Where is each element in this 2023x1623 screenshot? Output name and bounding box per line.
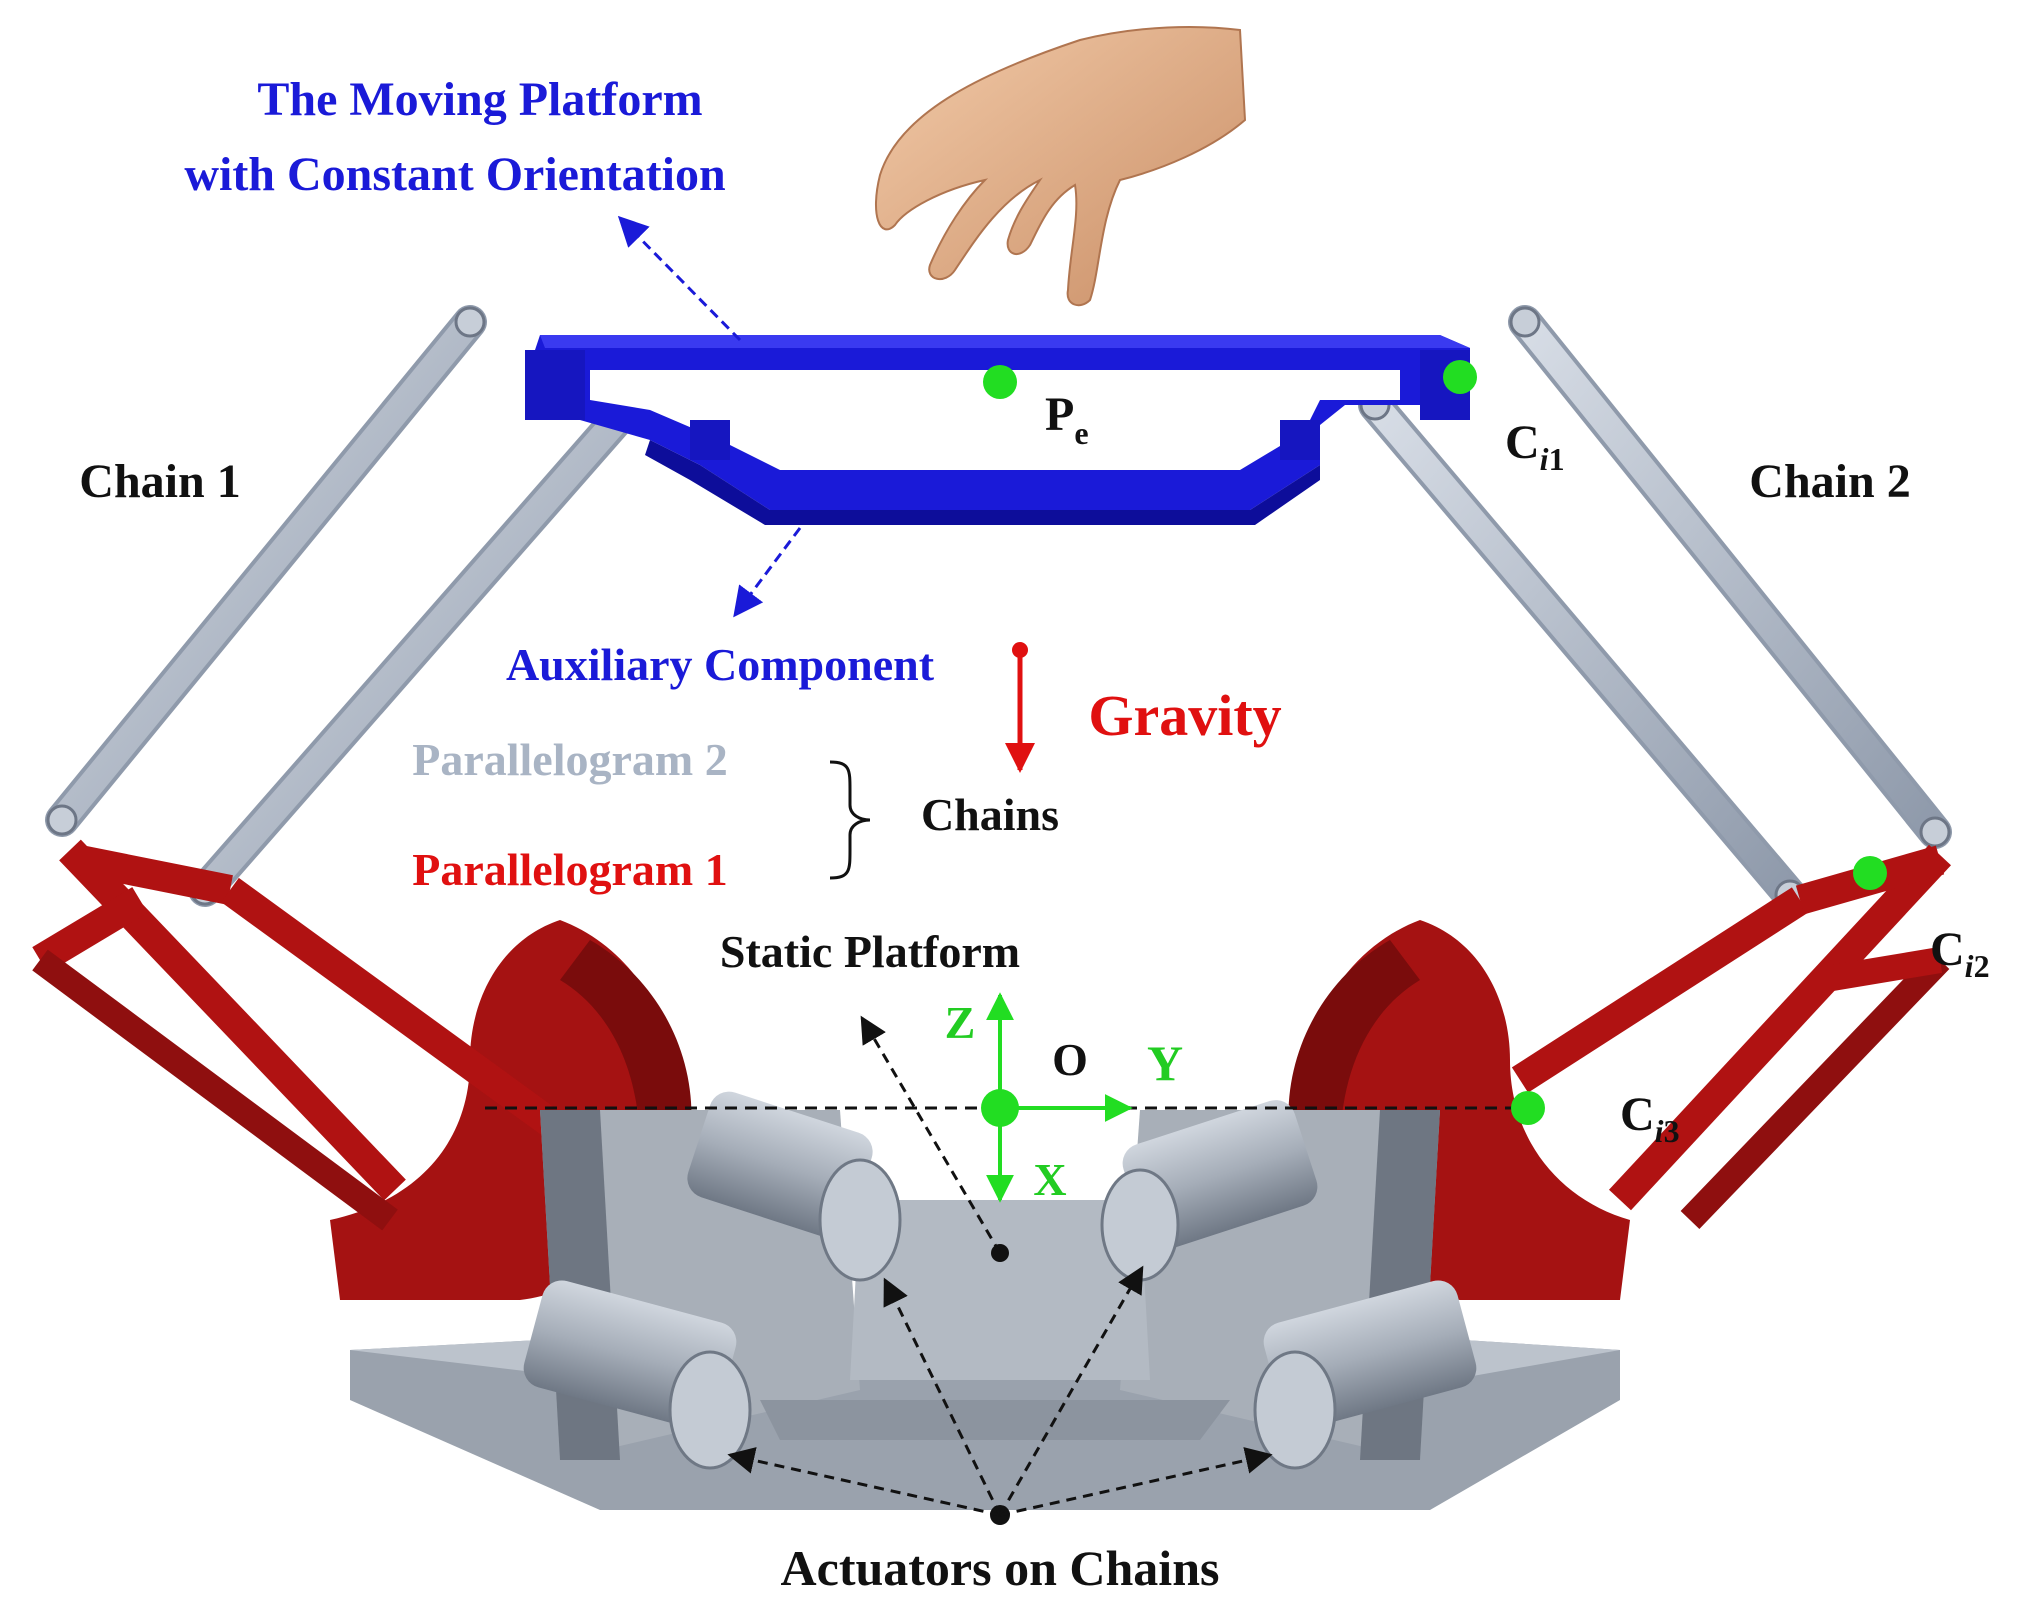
static-platform-label: Static Platform <box>720 926 1020 977</box>
actuator-arrows <box>727 1265 1273 1525</box>
actuator-left-lower <box>523 1280 752 1470</box>
gravity-label: Gravity <box>1088 683 1281 748</box>
actuator-left-upper <box>687 1091 902 1282</box>
parallelogram-1-label: Parallelogram 1 <box>412 844 728 895</box>
chains-brace <box>829 760 871 880</box>
point-ci2-sub-i: i <box>1965 948 1974 984</box>
moving-platform-arrow <box>617 215 742 342</box>
point-pe <box>983 365 1017 399</box>
actuators <box>523 1091 1477 1470</box>
chains-label: Chains <box>921 789 1059 840</box>
point-ci3 <box>1511 1091 1545 1125</box>
moving-platform-label-line1: The Moving Platform <box>257 73 702 126</box>
moving-platform <box>525 335 1470 525</box>
axis-z-label: Z <box>945 997 976 1048</box>
point-ci1 <box>1443 360 1477 394</box>
point-ci1-sub-i: i <box>1540 441 1549 477</box>
axis-x-label: X <box>1033 1154 1066 1205</box>
hand-illustration <box>874 26 1247 307</box>
point-o <box>981 1089 1019 1127</box>
point-ci3-main: C <box>1620 1088 1655 1141</box>
actuator-right-upper <box>1100 1100 1318 1282</box>
auxiliary-component-arrow <box>733 527 802 618</box>
actuator-right-lower <box>1253 1280 1477 1470</box>
axis-y-label: Y <box>1147 1035 1183 1091</box>
point-ci3-sub-i: i <box>1655 1113 1664 1149</box>
gravity-arrow <box>1005 642 1035 773</box>
axis-o-label: O <box>1052 1034 1088 1085</box>
point-pe-main: P <box>1045 388 1074 441</box>
point-pe-sub: e <box>1074 415 1088 451</box>
point-ci2-main: C <box>1930 923 1965 976</box>
point-ci1-sub-n: 1 <box>1549 441 1565 477</box>
key-points <box>981 360 1887 1127</box>
chain-1-label: Chain 1 <box>79 455 240 508</box>
moving-platform-label-line2: with Constant Orientation <box>184 148 725 201</box>
static-platform-arrows <box>860 1015 1009 1262</box>
point-ci2 <box>1853 856 1887 890</box>
chain-2-label: Chain 2 <box>1749 455 1910 508</box>
point-ci3-sub-n: 3 <box>1664 1113 1680 1149</box>
point-ci1-main: C <box>1505 416 1540 469</box>
parallelogram-2-label: Parallelogram 2 <box>412 734 728 785</box>
point-ci1-label: Ci1 <box>1505 416 1565 477</box>
point-ci2-sub-n: 2 <box>1974 948 1990 984</box>
actuators-label: Actuators on Chains <box>781 1540 1220 1596</box>
point-ci3-label: Ci3 <box>1620 1088 1680 1149</box>
auxiliary-component-label: Auxiliary Component <box>506 639 935 690</box>
point-ci2-label: Ci2 <box>1930 923 1990 984</box>
point-pe-label: Pe <box>1045 388 1089 451</box>
